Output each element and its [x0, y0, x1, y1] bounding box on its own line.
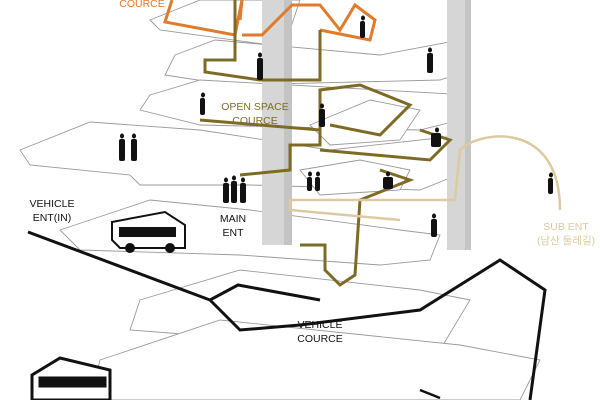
main-ent-label-line2: ENT	[223, 227, 245, 239]
vehicle-ent-label-line1: VEHICLE	[30, 198, 75, 210]
open-space-label-line1: OPEN SPACE	[221, 101, 289, 113]
vehicle-ent-label-line2: ENT(IN)	[33, 212, 72, 224]
vehicle-course-label-line2: COURCE	[297, 333, 343, 345]
sub-ent-label-line1: SUB ENT	[543, 221, 589, 233]
bus-icon-large	[30, 356, 112, 400]
sub-ent-path	[288, 135, 562, 222]
top-course-label: COURCE	[119, 0, 165, 10]
open-space-label-line2: COURCE	[232, 115, 278, 127]
sub-ent-label-line2: (남산 둘레길)	[537, 234, 595, 247]
people-figures	[119, 15, 553, 237]
vehicle-course-path	[27, 230, 547, 400]
main-ent-label-line1: MAIN	[220, 213, 246, 225]
top-course-path	[163, 0, 377, 42]
open-space-course-path	[199, 0, 453, 287]
vehicle-course-label-line1: VEHICLE	[298, 319, 343, 331]
vehicle-exit-arrow	[419, 388, 441, 400]
structural-columns	[262, 0, 471, 250]
bus-icon	[111, 210, 186, 253]
